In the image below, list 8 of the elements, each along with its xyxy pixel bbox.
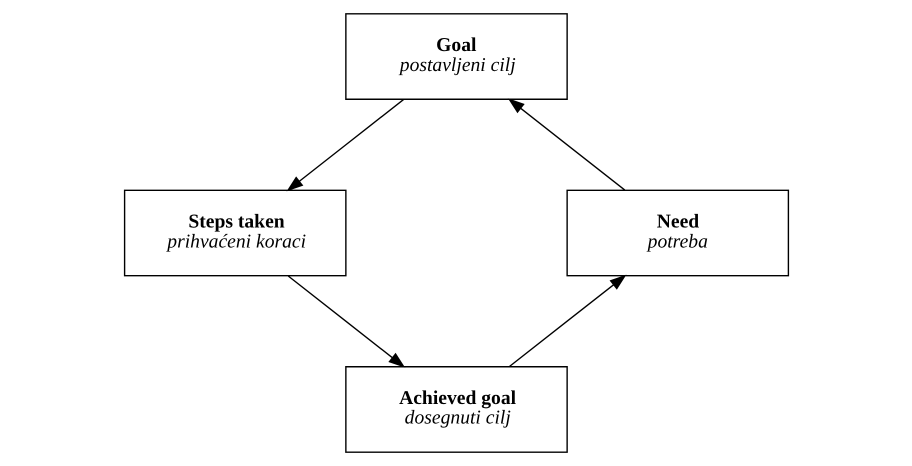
arrow [508,274,626,368]
arrow [287,275,405,368]
arrow [286,98,404,192]
node-box: Steps taken prihvaćeni koraci [123,190,346,276]
node-box: Achieved goal dosegnuti cilj [344,366,568,453]
node-box: Need potreba [566,190,789,276]
arrow [507,98,625,191]
node-box: Goal postavljeni cilj [344,13,568,100]
